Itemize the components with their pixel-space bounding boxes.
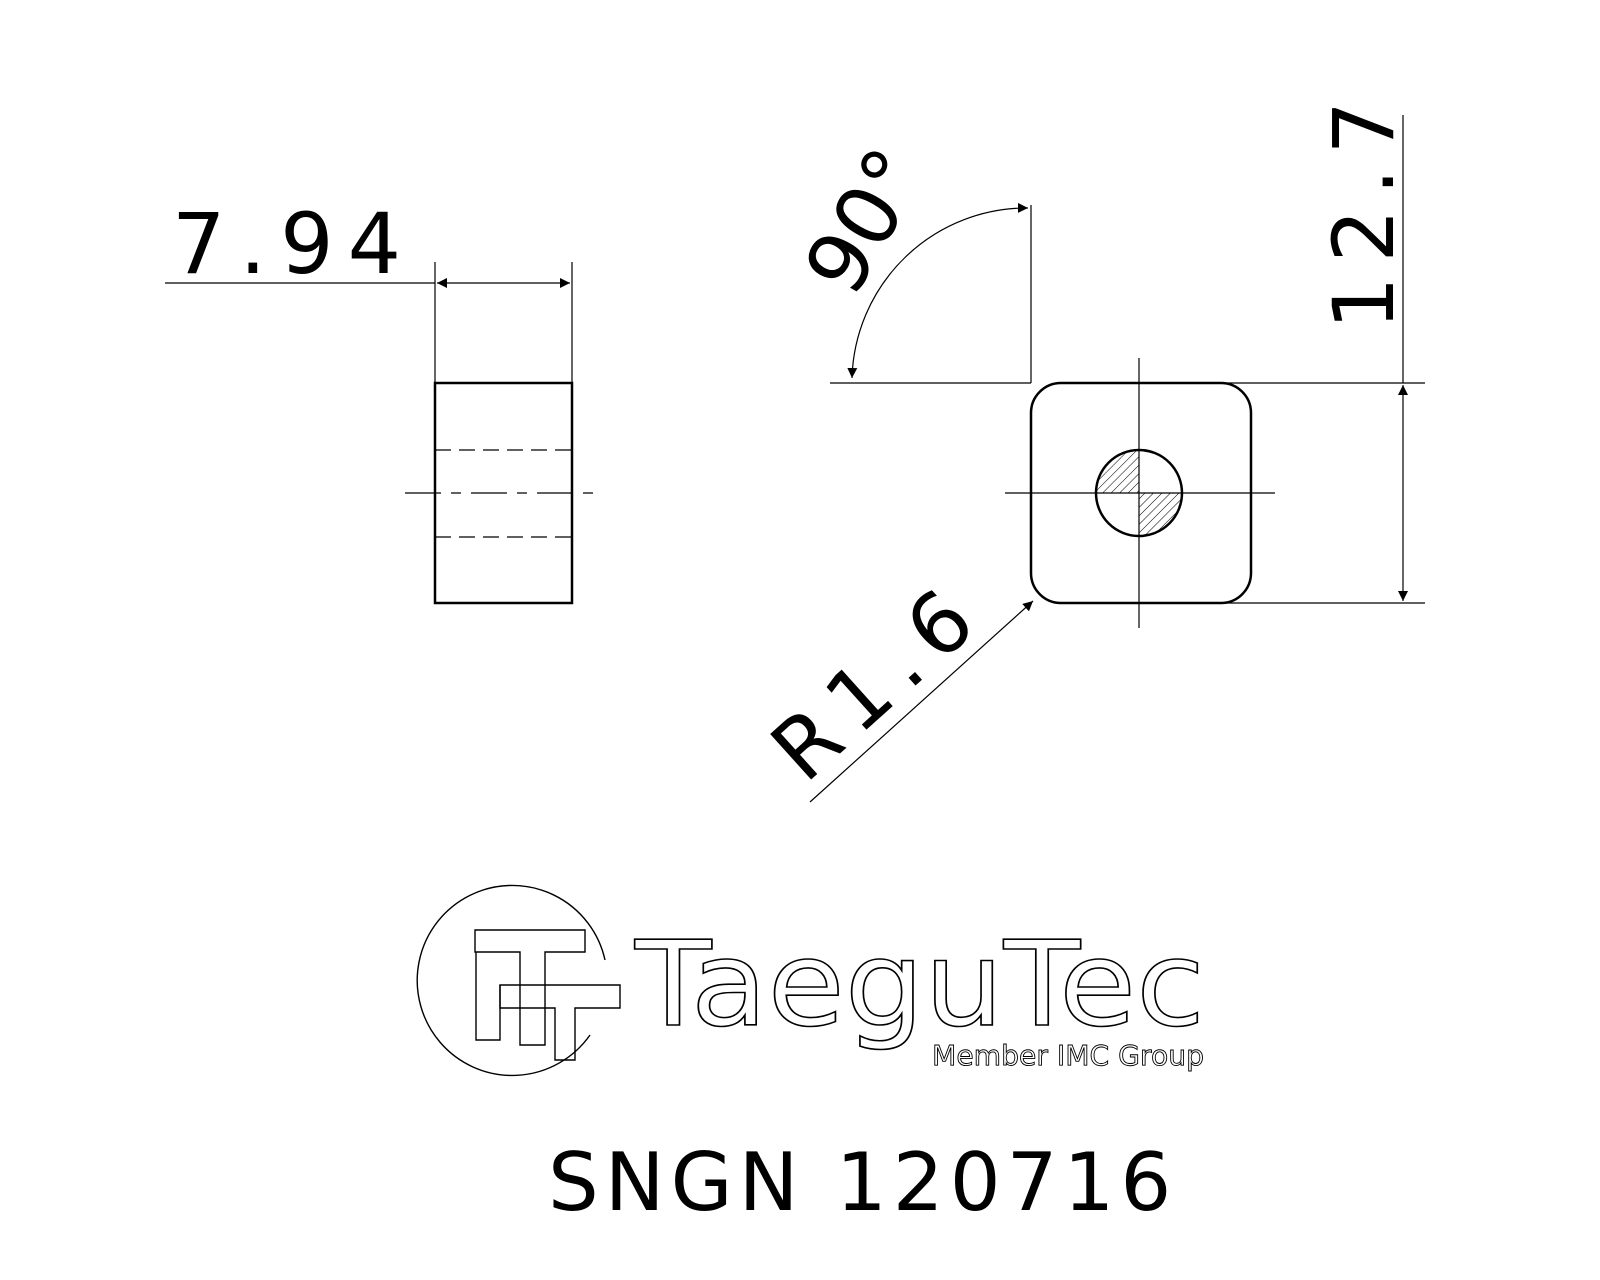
angle-dimension-label: 90° — [785, 132, 944, 310]
radius-leader — [809, 600, 1034, 803]
brand-wordmark: TaeguTec — [634, 915, 1205, 1053]
radius-dimension-label: R1.6 — [753, 561, 1003, 800]
tt-emblem-icon — [416, 884, 621, 1077]
side-view — [165, 262, 602, 605]
brand-tagline: Member IMC Group — [932, 1039, 1204, 1072]
taegutec-logo: TaeguTec Member IMC Group — [416, 884, 1206, 1077]
angle-arc — [847, 202, 1029, 379]
part-number: SNGN 120716 — [548, 1136, 1177, 1229]
thickness-dimension-label: 7.94 — [172, 195, 415, 293]
size-dimension-label: 12.7 — [1315, 87, 1413, 330]
